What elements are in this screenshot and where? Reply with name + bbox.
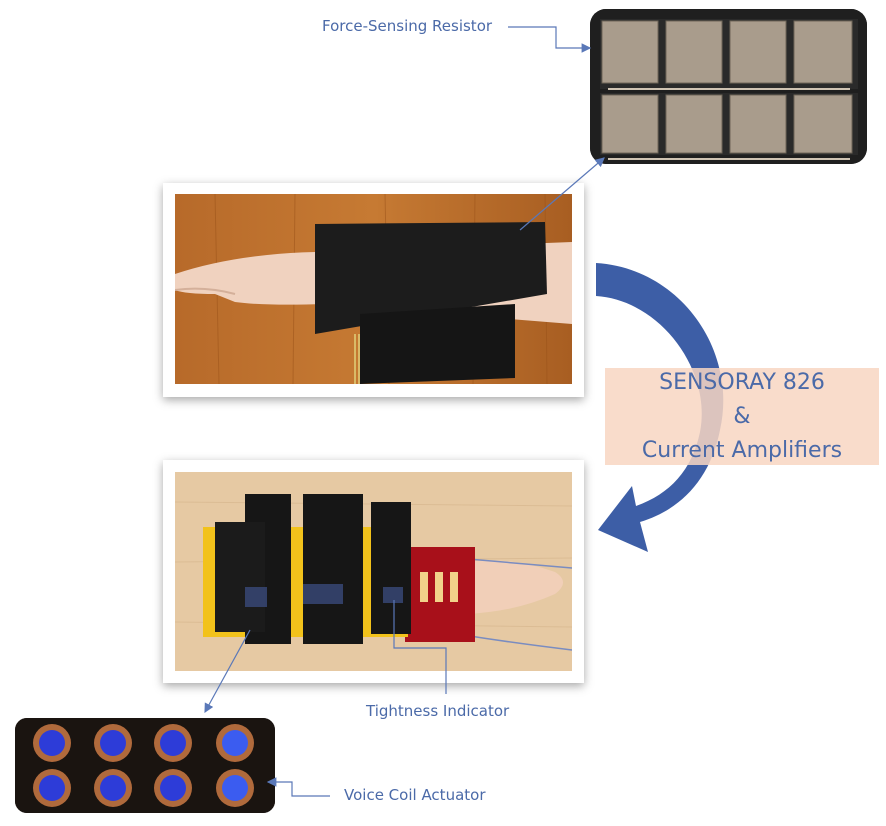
actuator-to-voice-coil-connector [204, 629, 251, 714]
fsr-connector [508, 26, 592, 53]
fsr-label: Force-Sensing Resistor [322, 17, 493, 35]
process-line-3: Current Amplifiers [641, 437, 843, 463]
tightness-connector [393, 600, 447, 694]
sleeve-to-fsr-connector [519, 157, 605, 231]
actuator-cell [33, 724, 71, 762]
flow-arrow [596, 263, 724, 552]
process-line-1: SENSORAY 826 [659, 369, 825, 395]
voice-coil-photo-art [15, 718, 275, 813]
actuator-photo [175, 472, 572, 671]
voice-coil-photo [15, 718, 275, 813]
tightness-label: Tightness Indicator [366, 702, 510, 720]
voice-coil-connector [266, 777, 330, 797]
sleeve-photo-art [175, 194, 572, 384]
process-line-2: & [733, 403, 751, 429]
voice-coil-label: Voice Coil Actuator [344, 786, 486, 804]
process-box: SENSORAY 826 & Current Amplifiers [605, 368, 879, 465]
fsr-photo-art [590, 9, 867, 164]
sleeve-photo [175, 194, 572, 384]
fsr-photo [590, 9, 867, 164]
actuator-photo-art [175, 472, 572, 671]
